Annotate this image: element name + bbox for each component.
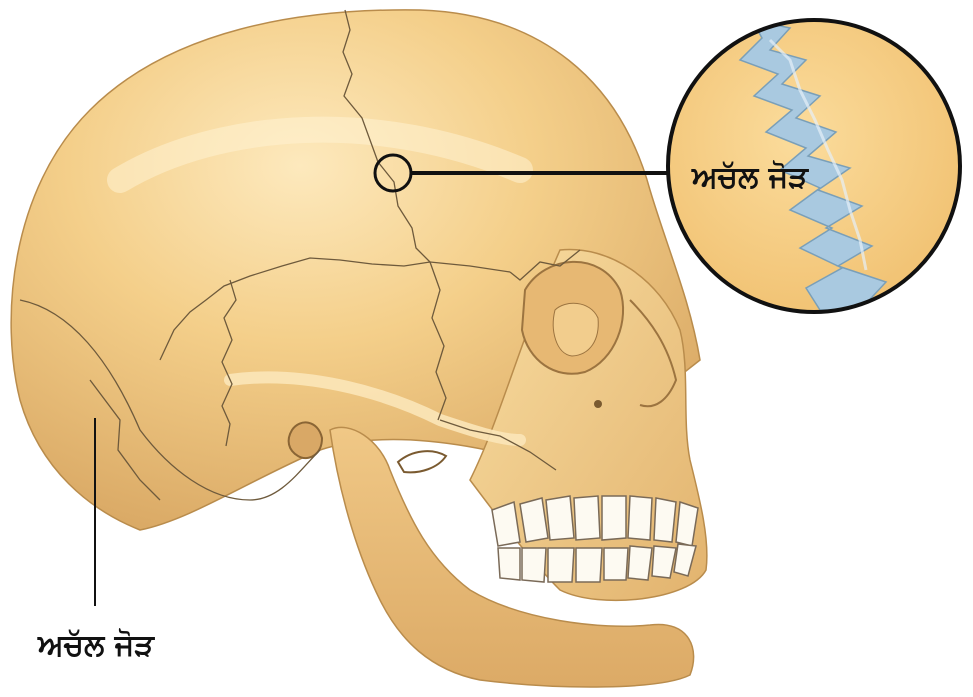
- zoom-suture-label: ਅਚੱਲ ਜੋੜ: [692, 160, 808, 195]
- mandible-notch: [398, 451, 446, 472]
- bottom-suture-label: ਅਚੱਲ ਜੋੜ: [38, 628, 154, 663]
- nasal-foramen: [594, 400, 602, 408]
